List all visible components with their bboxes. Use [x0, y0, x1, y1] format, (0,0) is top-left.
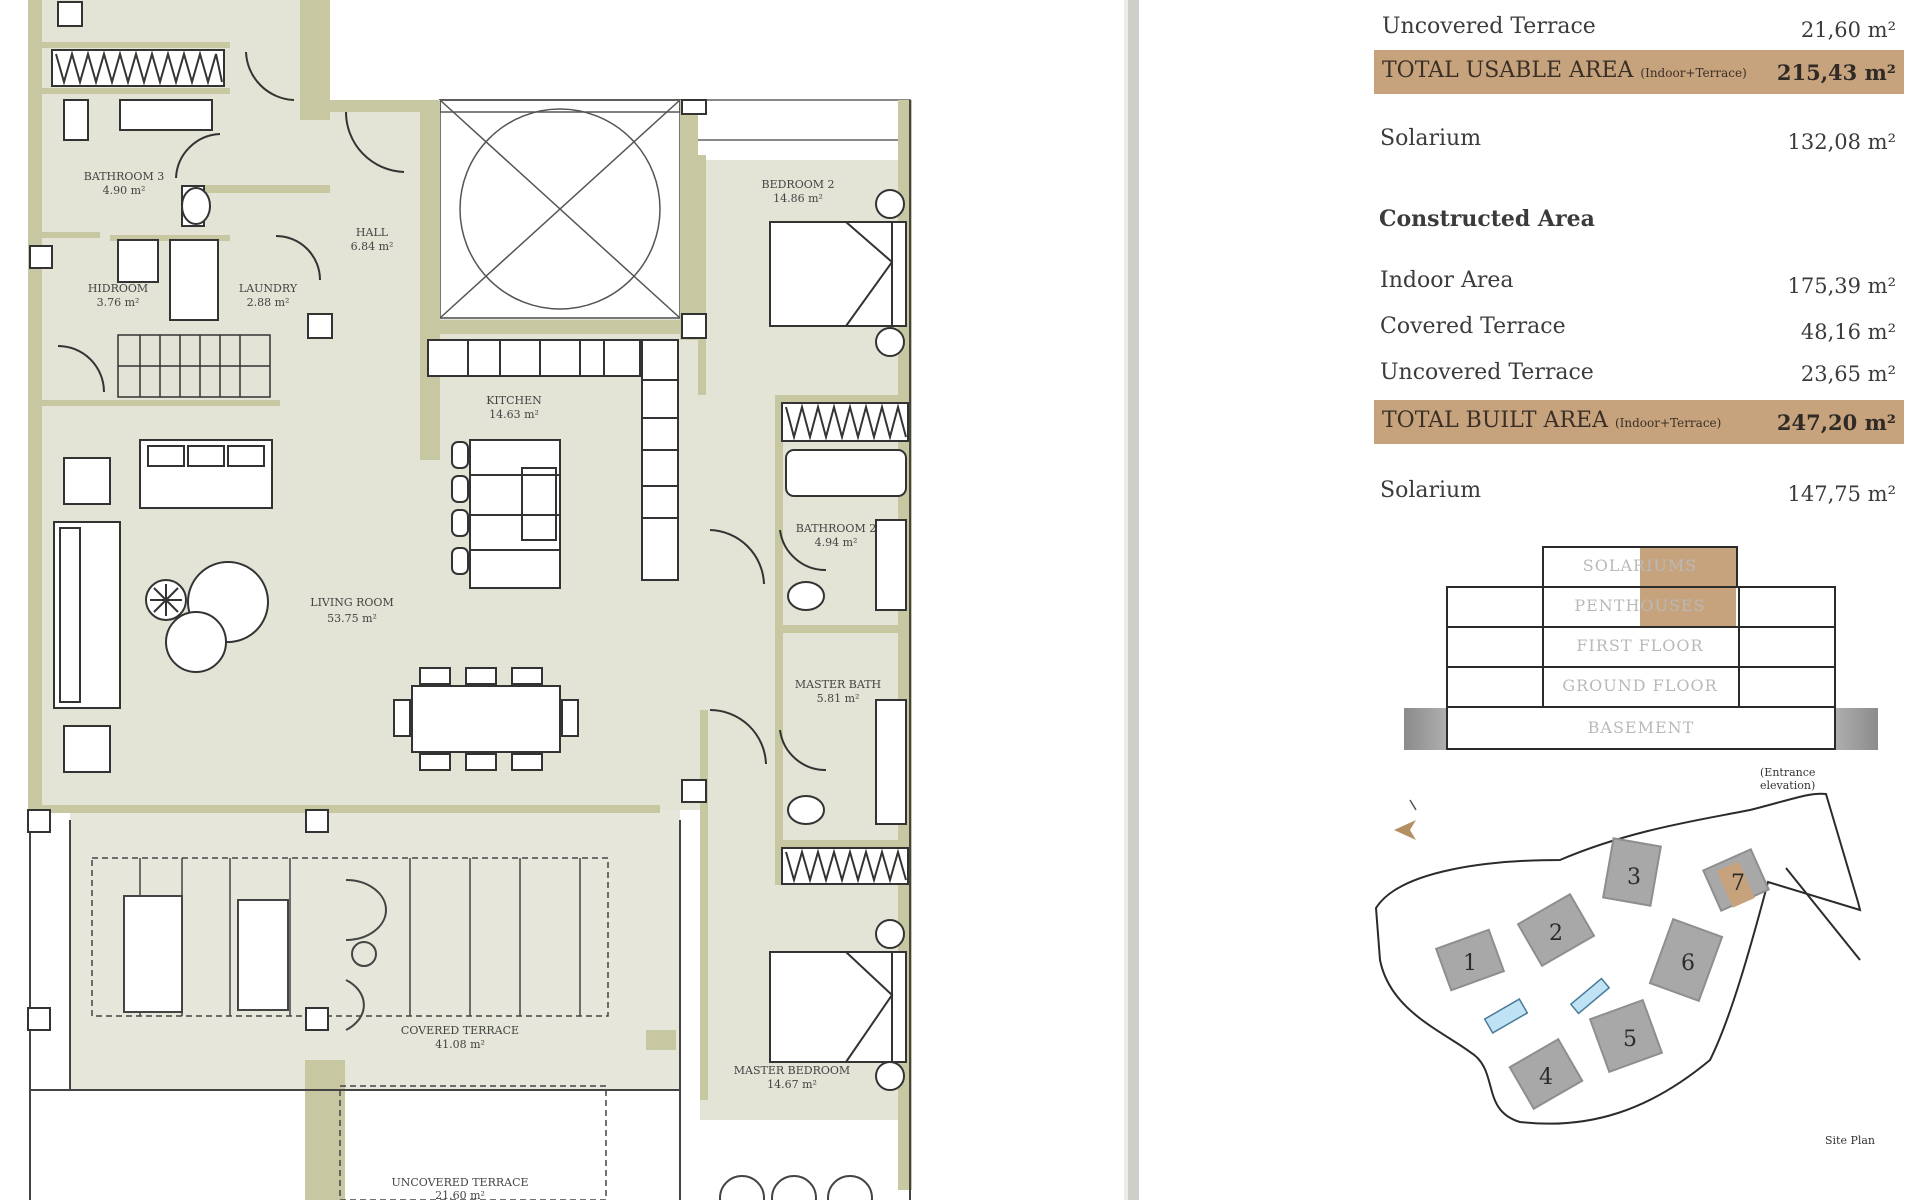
total-usable-row: TOTAL USABLE AREA (Indoor+Terrace) 215,4…	[1374, 50, 1904, 94]
hidroom-label: HIDROOM	[88, 282, 148, 295]
bath-fixtures	[63, 99, 907, 825]
usable-solarium-label: Solarium	[1380, 126, 1482, 151]
bathroom2-area: 4.94 m²	[815, 536, 858, 549]
covered-row: Covered Terrace 48,16 m²	[1380, 308, 1904, 346]
bar-stools	[451, 441, 469, 575]
masterbed-area: 14.67 m²	[767, 1078, 817, 1091]
hidroom-area: 3.76 m²	[97, 296, 140, 309]
indoor-value: 175,39 m²	[1787, 274, 1897, 298]
kitchen-units	[427, 339, 679, 589]
level-label-first-floor: FIRST FLOOR	[1576, 636, 1704, 655]
pools	[1483, 977, 1611, 1034]
kitchen-area: 14.63 m²	[489, 408, 539, 421]
constructed-solarium-row: Solarium 147,75 m²	[1380, 472, 1904, 510]
building-4-label: 4	[1539, 1065, 1553, 1090]
building-1-label: 1	[1463, 951, 1477, 976]
hall-label: HALL	[356, 226, 389, 239]
beds	[769, 189, 907, 1091]
total-usable-label: TOTAL USABLE AREA (Indoor+Terrace)	[1382, 58, 1747, 83]
bedroom2-area: 14.86 m²	[773, 192, 823, 205]
constructed-uncovered-label: Uncovered Terrace	[1380, 360, 1594, 385]
elevation-caption: (Entrance elevation)	[1760, 766, 1816, 792]
highlight-solarium	[1640, 548, 1736, 586]
covered-area: 41.08 m²	[435, 1038, 485, 1051]
kitchen-label: KITCHEN	[486, 394, 542, 407]
building-7-label: 7	[1731, 871, 1745, 896]
level-label-penthouses: PENTHOUSES	[1574, 596, 1706, 615]
usable-uncovered-row: Uncovered Terrace 21,60 m²	[1380, 8, 1904, 46]
living-area: 53.75 m²	[327, 612, 377, 625]
level-label-basement: BASEMENT	[1587, 718, 1695, 737]
building-2-label: 2	[1549, 921, 1563, 946]
total-built-row: TOTAL BUILT AREA (Indoor+Terrace) 247,20…	[1374, 400, 1904, 444]
level-basement	[1446, 706, 1836, 750]
indoor-row: Indoor Area 175,39 m²	[1380, 262, 1904, 300]
usable-uncovered-value: 21,60 m²	[1800, 18, 1896, 42]
north-arrow	[1394, 799, 1417, 840]
constructed-solarium-label: Solarium	[1380, 478, 1482, 503]
outer-lines	[29, 100, 911, 1200]
terrace-furniture	[91, 857, 873, 1200]
total-usable-note: (Indoor+Terrace)	[1640, 66, 1747, 80]
building-7-highlight	[1716, 861, 1755, 908]
total-built-value: 247,20 m²	[1776, 410, 1896, 435]
bathroom2-label: BATHROOM 2	[796, 522, 876, 535]
constructed-area-title: Constructed Area	[1379, 206, 1595, 232]
site-boundary-edge	[1785, 867, 1861, 961]
building-5-label: 5	[1623, 1027, 1637, 1052]
usable-solarium-row: Solarium 132,08 m²	[1380, 120, 1904, 158]
masterbath-label: MASTER BATH	[795, 678, 881, 691]
total-built-label: TOTAL BUILT AREA (Indoor+Terrace)	[1382, 408, 1721, 433]
level-label-ground-floor: GROUND FLOOR	[1562, 676, 1718, 695]
indoor-label: Indoor Area	[1380, 268, 1514, 293]
covered-value: 48,16 m²	[1800, 320, 1896, 344]
bathroom3-label: BATHROOM 3	[84, 170, 164, 183]
floor-plan: BATHROOM 3 4.90 m² HALL 6.84 m² HIDROOM …	[27, 0, 912, 1200]
constructed-uncovered-row: Uncovered Terrace 23,65 m²	[1380, 354, 1904, 392]
masterbath-area: 5.81 m²	[817, 692, 860, 705]
living-furniture	[53, 439, 579, 773]
highlight-penthouse	[1640, 588, 1736, 626]
column-markers	[27, 1, 707, 1031]
usable-uncovered-label: Uncovered Terrace	[1382, 14, 1596, 39]
total-usable-value: 215,43 m²	[1776, 60, 1896, 85]
laundry-area: 2.88 m²	[247, 296, 290, 309]
level-label-solariums: SOLARIUMS	[1582, 556, 1698, 575]
door-swings	[57, 51, 827, 772]
elev-line-right	[1738, 586, 1740, 708]
lightwell	[439, 99, 911, 319]
bedroom2-label: BEDROOM 2	[761, 178, 834, 191]
room-labels: BATHROOM 3 4.90 m² HALL 6.84 m² HIDROOM …	[84, 170, 881, 1200]
masterbed-label: MASTER BEDROOM	[734, 1064, 850, 1077]
uncovered-area: 21.60 m²	[435, 1189, 485, 1200]
page-gutter	[1124, 0, 1128, 1200]
building-6-label: 6	[1681, 951, 1695, 976]
total-built-note: (Indoor+Terrace)	[1614, 416, 1722, 430]
covered-label: COVERED TERRACE	[401, 1024, 519, 1037]
bathroom3-area: 4.90 m²	[103, 184, 146, 197]
uncovered-label: UNCOVERED TERRACE	[391, 1176, 528, 1189]
covered-label: Covered Terrace	[1380, 314, 1566, 339]
total-usable-label-text: TOTAL USABLE AREA	[1382, 58, 1634, 83]
usable-solarium-value: 132,08 m²	[1787, 130, 1897, 154]
living-label: LIVING ROOM	[310, 596, 393, 609]
total-built-label-text: TOTAL BUILT AREA	[1382, 408, 1608, 433]
page-divider	[1128, 0, 1139, 1200]
building-numbers: 1 2 3 4 5 6 7	[1463, 865, 1745, 1090]
constructed-uncovered-value: 23,65 m²	[1800, 362, 1896, 386]
site-plan-caption: Site Plan	[1825, 1134, 1875, 1147]
site-plan: 1 2 3 4 5 6 7 Site Plan	[1374, 792, 1875, 1147]
wardrobes	[51, 49, 909, 885]
staircase	[117, 334, 271, 398]
building-3-label: 3	[1627, 865, 1641, 890]
hall-area: 6.84 m²	[351, 240, 394, 253]
constructed-solarium-value: 147,75 m²	[1787, 482, 1897, 506]
elev-line-left	[1542, 586, 1544, 708]
laundry-label: LAUNDRY	[239, 282, 298, 295]
